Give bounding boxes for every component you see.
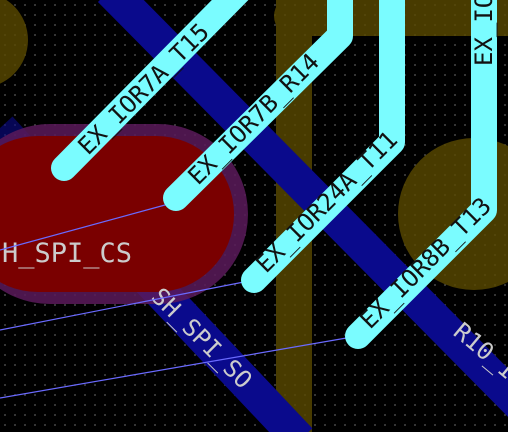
trace-ex-ior24a[interactable] — [241, 0, 405, 293]
top-layer-traces — [51, 0, 497, 349]
trace-ex-ior7b[interactable] — [163, 0, 353, 211]
ratsnest-line-1 — [0, 201, 177, 251]
pad-label: H_SPI_CS — [2, 238, 132, 269]
via-pad-top-left[interactable] — [0, 0, 28, 88]
via-pad-top-junction[interactable] — [274, 0, 314, 36]
trace-ex-ior8b[interactable] — [345, 0, 497, 349]
ratsnest-line-3 — [0, 335, 359, 399]
ratsnest-lines — [0, 201, 359, 399]
trace-ex-ior7a[interactable] — [51, 0, 249, 181]
trace-label-ex-io-right: EX_IO — [470, 0, 498, 66]
ratsnest-line-2 — [0, 279, 255, 331]
